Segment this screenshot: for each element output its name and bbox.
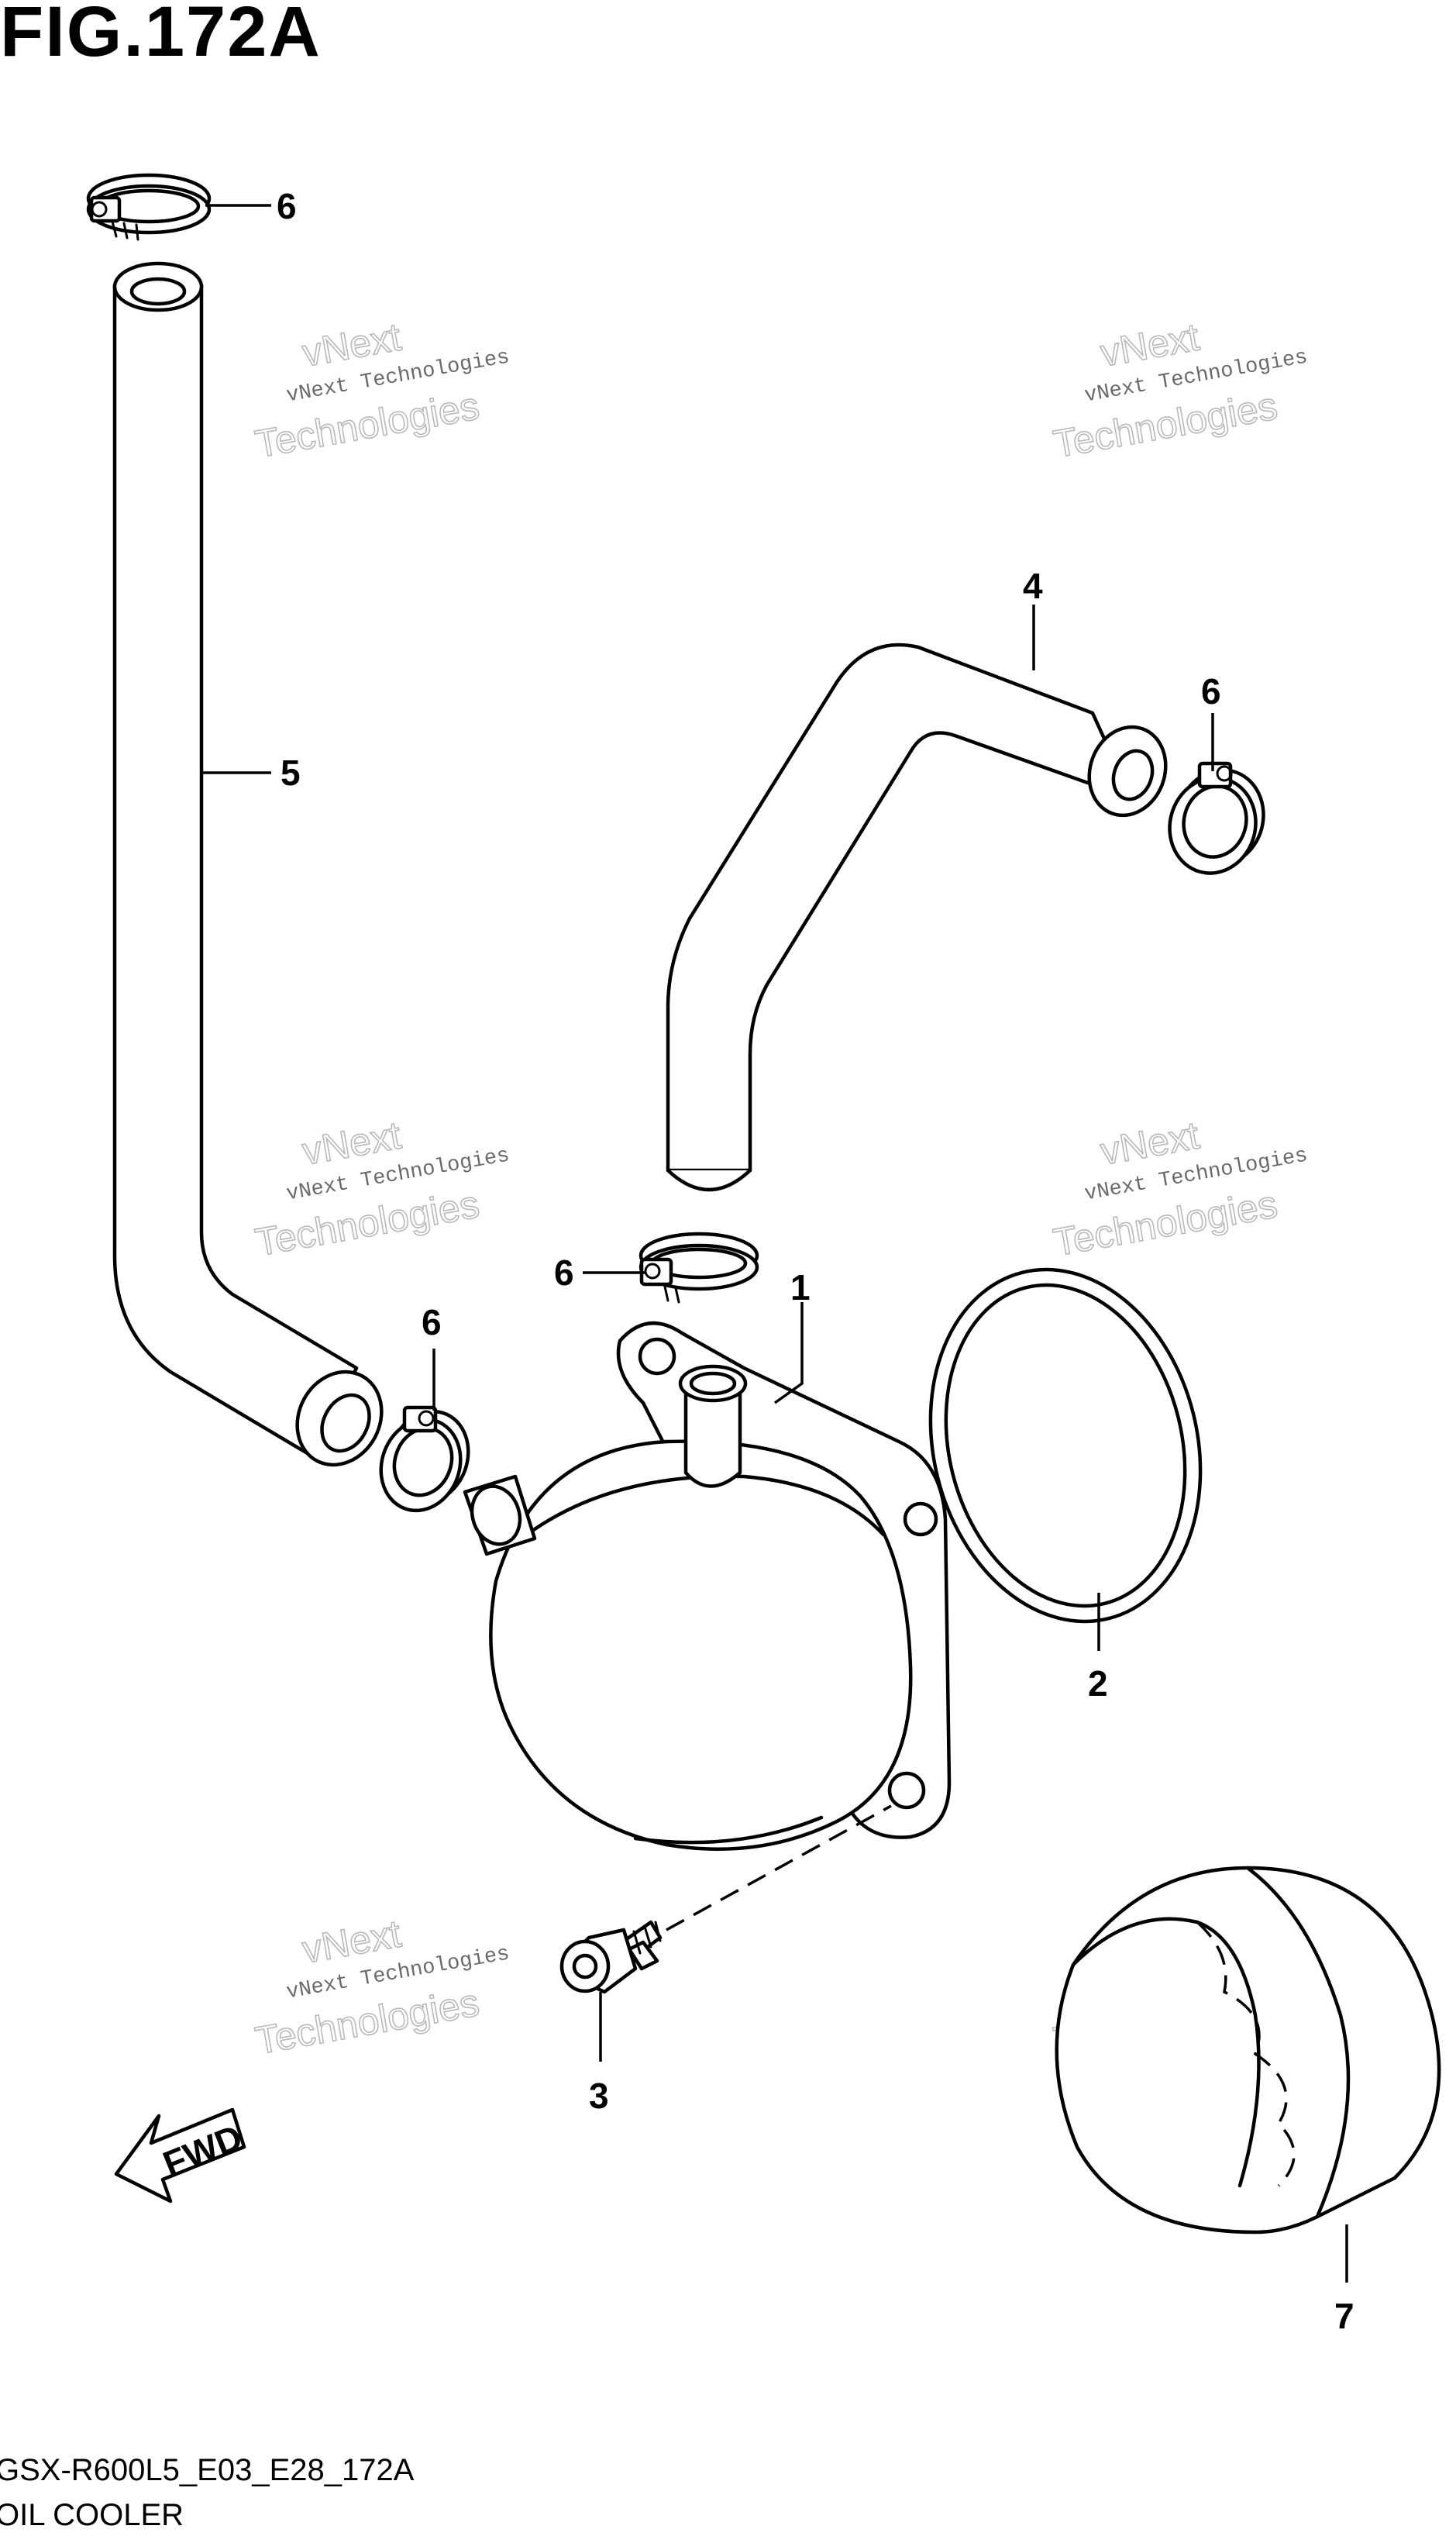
callout-1: 1	[790, 1267, 811, 1308]
hose-5	[112, 261, 384, 1467]
clamp-6-right	[1168, 761, 1265, 875]
watermark-text: vNext	[1097, 315, 1203, 375]
watermark-bottom-left: vNext vNext Technologies Technologies	[252, 1911, 511, 2063]
callout-2: 2	[1088, 1663, 1108, 1704]
callout-6-right: 6	[1201, 671, 1221, 712]
callout-6-middle: 6	[554, 1252, 574, 1293]
callout-7: 7	[1334, 2296, 1354, 2336]
callout-6-top: 6	[277, 186, 297, 226]
watermark-top-right: vNext vNext Technologies Technologies	[1050, 315, 1310, 467]
watermark-text: vNext	[299, 315, 404, 375]
leader-1	[773, 1302, 804, 1404]
watermark-top-left: vNext vNext Technologies Technologies	[252, 315, 511, 467]
figure-code: GSX-R600L5_E03_E28_172A	[0, 2453, 415, 2487]
fwd-arrow-icon: FWD	[114, 2107, 248, 2203]
watermark-text: vNext	[299, 1114, 404, 1173]
callout-4: 4	[1023, 566, 1043, 606]
oil-filter-7	[1055, 1866, 1441, 2235]
clamp-6-left	[379, 1405, 470, 1513]
watermark-mid-right: vNext vNext Technologies Technologies	[1050, 1113, 1310, 1265]
bolt-alignment-line	[666, 1804, 892, 1931]
oil-cooler-1	[463, 1321, 952, 1851]
callout-6-left: 6	[422, 1302, 442, 1342]
clamp-6-middle	[639, 1232, 759, 1304]
callout-5: 5	[281, 753, 301, 793]
watermark-text: vNext	[299, 1912, 404, 1972]
hose-4	[666, 643, 1168, 1192]
callout-3: 3	[589, 2076, 609, 2116]
figure-name: OIL COOLER	[0, 2498, 184, 2532]
figure-title: FIG.172A	[0, 0, 322, 71]
o-ring-2	[928, 1267, 1203, 1624]
watermark-text: vNext	[1097, 1114, 1203, 1173]
clamp-6-top	[86, 173, 212, 241]
watermark-mid-left: vNext vNext Technologies Technologies	[252, 1113, 511, 1265]
bolt-3	[559, 1920, 663, 1994]
